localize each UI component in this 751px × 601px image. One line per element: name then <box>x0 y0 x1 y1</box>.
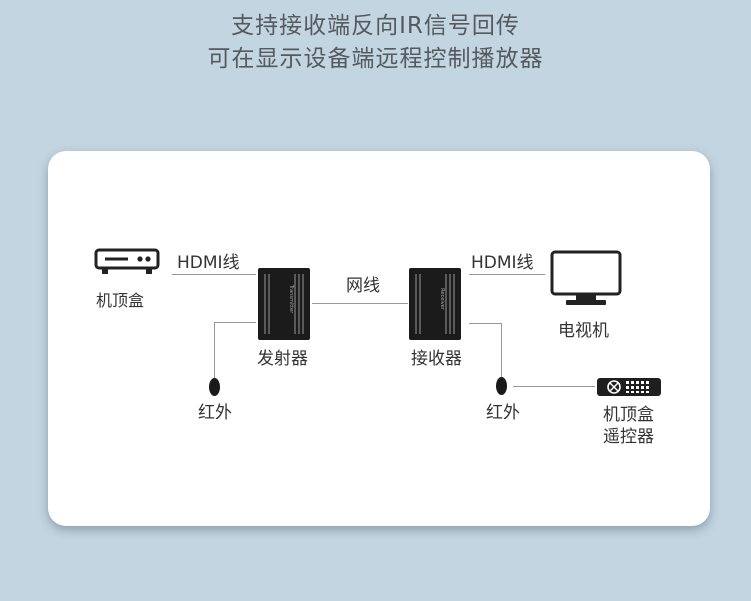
network-cable-line <box>312 303 408 304</box>
transmitter-device: Transmitter <box>258 268 310 340</box>
ir-left-line-v <box>214 322 215 379</box>
ir-left-label: 红外 <box>198 403 232 423</box>
receiver-device-text: Receiver <box>439 288 445 310</box>
hdmi-right-label: HDMI线 <box>471 253 534 273</box>
page-header: 支持接收端反向IR信号回传 可在显示设备端远程控制播放器 <box>0 10 751 76</box>
set-top-box-icon <box>94 248 160 274</box>
hdmi-right-line <box>469 274 545 275</box>
ir-right-line-h <box>469 323 501 324</box>
remote-label-line-1: 机顶盒 <box>603 405 654 425</box>
ir-remote-line <box>513 386 595 387</box>
tv-label: 电视机 <box>558 321 609 341</box>
set-top-box-label: 机顶盒 <box>96 291 145 310</box>
ir-left-sensor-icon <box>209 378 220 396</box>
tv-icon <box>550 250 622 305</box>
diagram-card: 机顶盒 HDMI线 Transmitter 发射器 网线 <box>48 151 710 526</box>
hdmi-left-label: HDMI线 <box>177 253 240 273</box>
header-line-2: 可在显示设备端远程控制播放器 <box>207 46 544 72</box>
ir-right-label: 红外 <box>486 403 520 423</box>
remote-label: 机顶盒 遥控器 <box>603 404 654 448</box>
transmitter-label: 发射器 <box>257 349 308 369</box>
receiver-vents-icon <box>415 274 455 334</box>
receiver-label: 接收器 <box>411 349 462 369</box>
network-cable-label: 网线 <box>346 276 380 296</box>
transmitter-vents-icon <box>264 274 304 334</box>
hdmi-left-line <box>172 274 256 275</box>
receiver-device: Receiver <box>409 268 461 340</box>
transmitter-device-text: Transmitter <box>288 284 294 314</box>
ir-right-line-v <box>501 323 502 378</box>
ir-right-sensor-icon <box>496 377 507 395</box>
remote-control-icon <box>597 378 661 396</box>
ir-left-line-h <box>214 322 256 323</box>
remote-label-line-2: 遥控器 <box>603 427 654 447</box>
header-line-1: 支持接收端反向IR信号回传 <box>231 13 520 39</box>
